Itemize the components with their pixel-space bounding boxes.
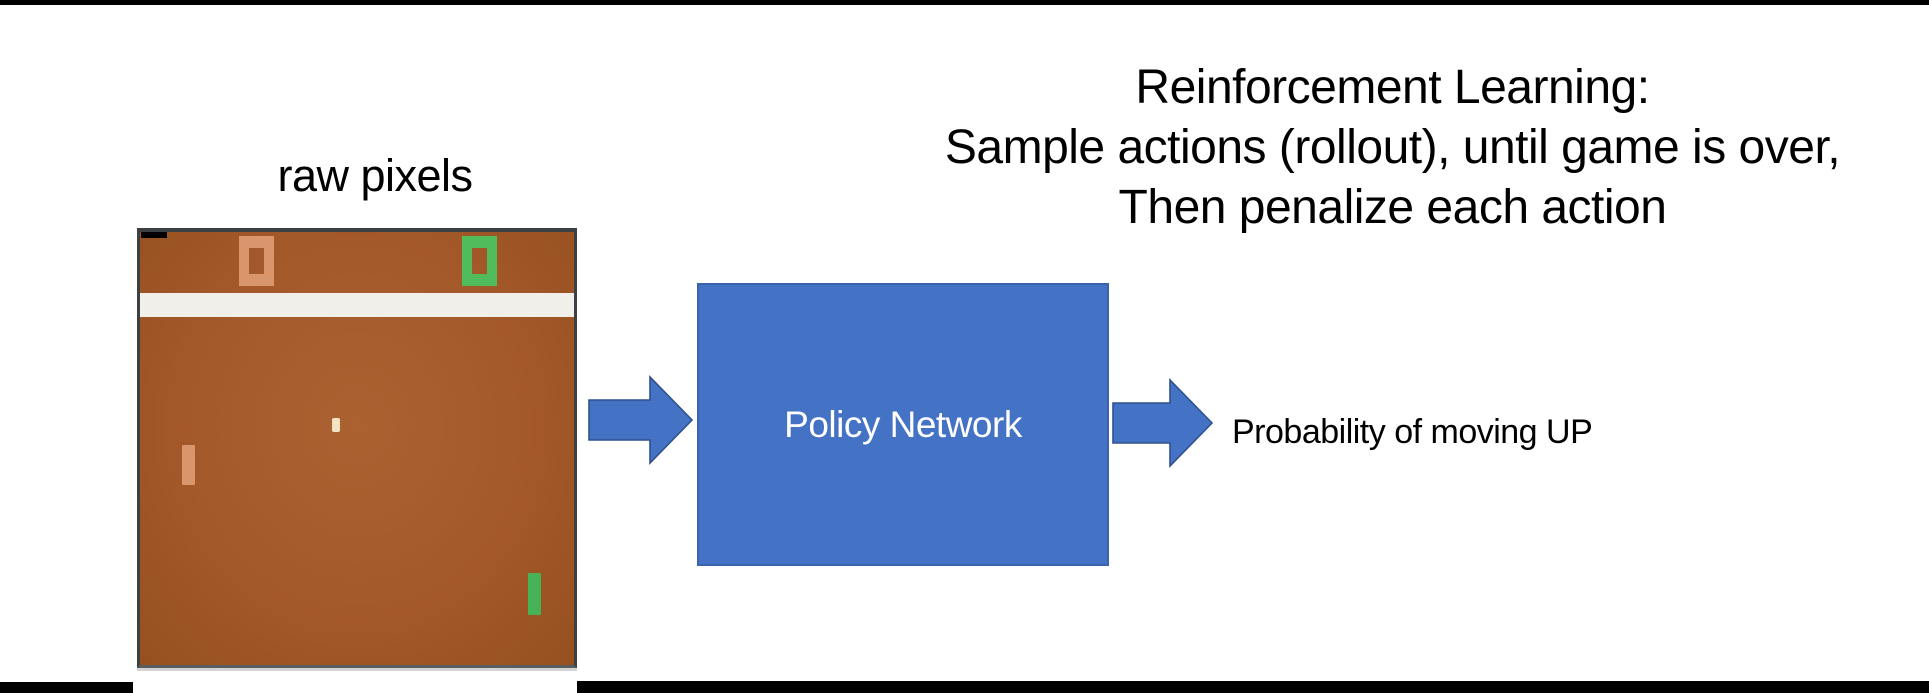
left-paddle	[182, 445, 195, 485]
title-line-1: Reinforcement Learning:	[1135, 61, 1650, 114]
title-line-3: Then penalize each action	[1118, 181, 1667, 234]
policy-network-label: Policy Network	[784, 403, 1022, 445]
white-band	[140, 293, 574, 317]
score-left-orange	[239, 236, 274, 286]
pong-game-screenshot	[137, 228, 577, 668]
title-line-2: Sample actions (rollout), until game is …	[944, 121, 1841, 174]
game-top-left-dash	[141, 232, 167, 238]
output-probability-label: Probability of moving UP	[1232, 412, 1593, 451]
input-arrow-icon	[588, 375, 694, 465]
raw-pixels-caption: raw pixels	[277, 150, 473, 201]
top-black-bar	[0, 0, 1929, 5]
score-right-green	[462, 236, 497, 286]
title-block: Reinforcement Learning: Sample actions (…	[820, 58, 1929, 238]
ball	[332, 418, 340, 432]
output-arrow-icon	[1112, 378, 1214, 468]
right-paddle	[528, 573, 541, 615]
bottom-black-bar-right	[577, 681, 1929, 693]
policy-network-box: Policy Network	[697, 283, 1109, 566]
bottom-black-bar-left	[0, 682, 133, 693]
